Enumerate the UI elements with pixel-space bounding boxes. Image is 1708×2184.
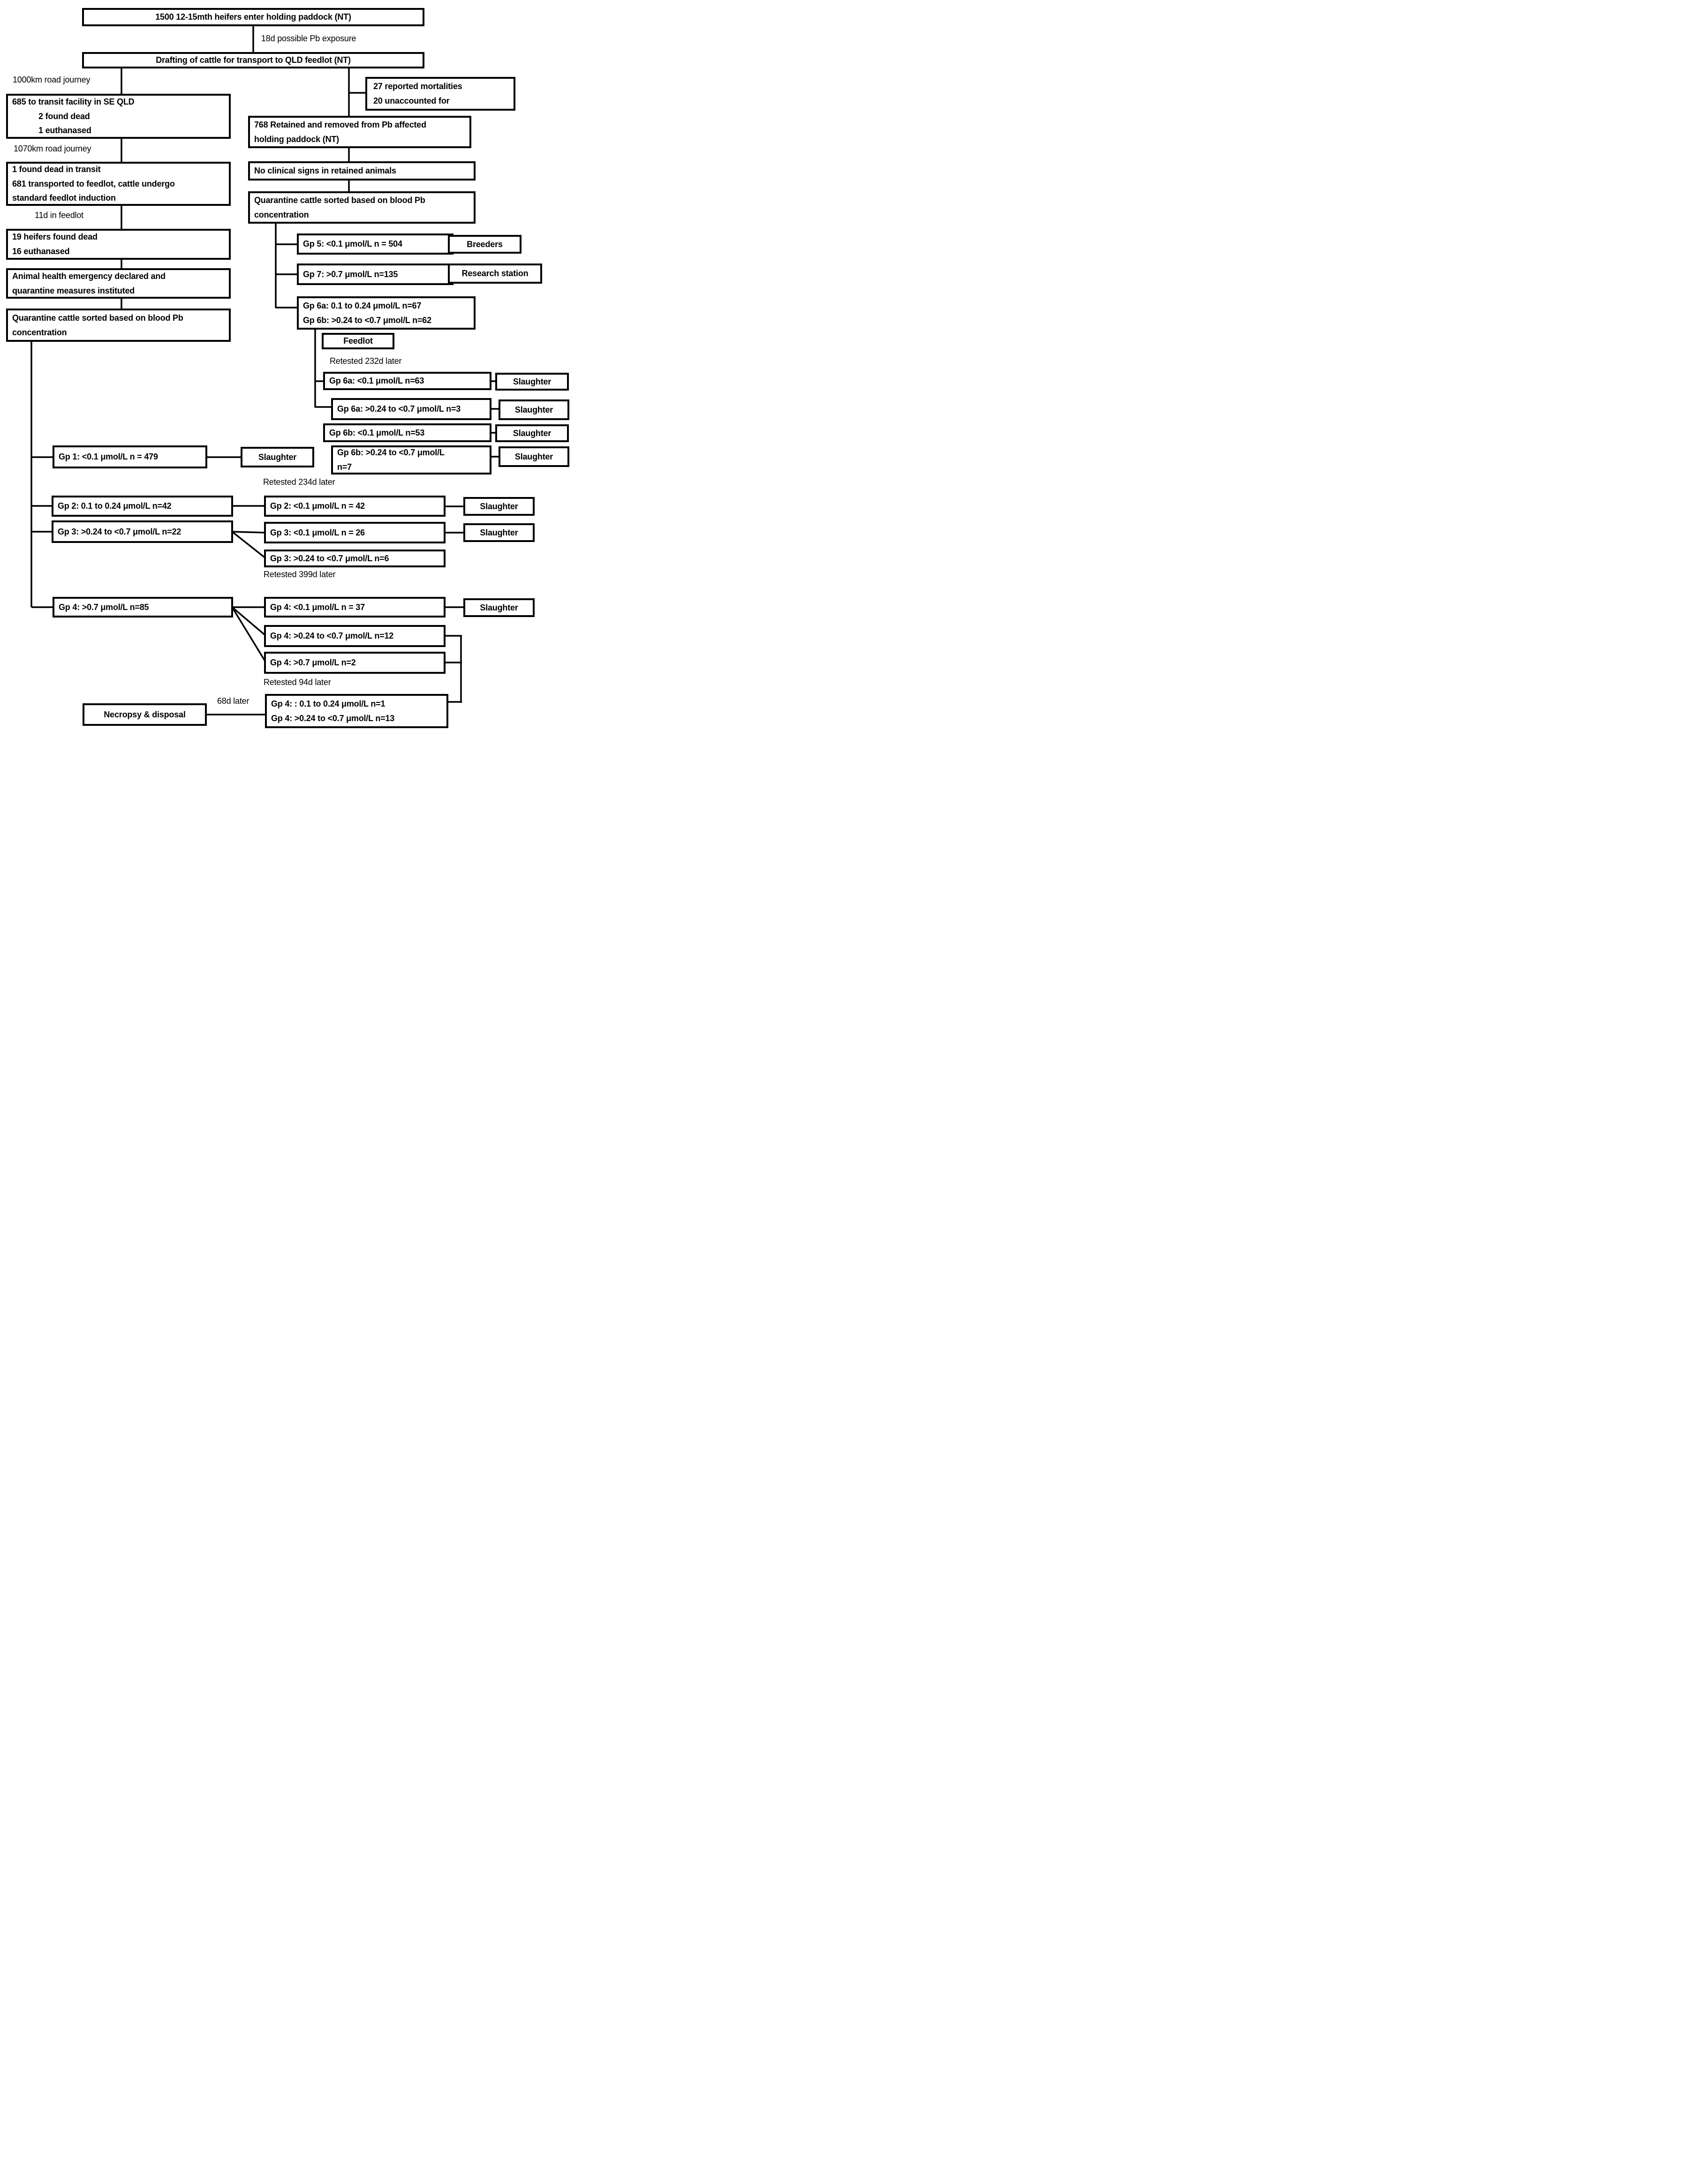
node-line: concentration	[254, 210, 309, 219]
edge-label-1000km: 1000km road journey	[13, 75, 91, 84]
node-slaughter-gp3: Slaughter	[463, 523, 535, 542]
edge-label-68d-later: 68d later	[217, 696, 249, 706]
node-gp4-retest-low: Gp 4: <0.1 μmol/L n = 37	[264, 597, 446, 618]
node-quarantine-sort-left: Quarantine cattle sorted based on blood …	[6, 309, 231, 342]
edge-label-1070km: 1070km road journey	[14, 144, 91, 153]
node-gp4-retest-mid: Gp 4: >0.24 to <0.7 μmol/L n=12	[264, 625, 446, 647]
node-line: 681 transported to feedlot, cattle under…	[12, 179, 175, 188]
node-line: Quarantine cattle sorted based on blood …	[254, 195, 425, 205]
node-line: 19 heifers found dead	[12, 232, 98, 242]
node-transit-facility: 685 to transit facility in SE QLD 2 foun…	[6, 94, 231, 139]
flow-diagram: 1500 12-15mth heifers enter holding padd…	[0, 0, 569, 728]
node-quarantine-sort-right: Quarantine cattle sorted based on blood …	[248, 191, 476, 224]
node-line: concentration	[12, 327, 67, 337]
node-line: n=7	[337, 462, 352, 472]
node-line: Gp 4: >0.24 to <0.7 μmol/L n=13	[271, 713, 395, 723]
node-necropsy: Necropsy & disposal	[83, 703, 207, 726]
edge-label-11d-feedlot: 11d in feedlot	[35, 211, 83, 220]
node-gp3-retest-low: Gp 3: <0.1 μmol/L n = 26	[264, 522, 446, 543]
node-slaughter-gp6b-low: Slaughter	[495, 424, 569, 442]
node-gp2-retest: Gp 2: <0.1 μmol/L n = 42	[264, 496, 446, 517]
node-slaughter-gp6a-mid: Slaughter	[499, 399, 569, 420]
edge-label-retested-232d: Retested 232d later	[330, 356, 402, 366]
node-line: 1 euthanased	[38, 126, 91, 136]
node-line: Gp 6b: >0.24 to <0.7 μmol/L	[337, 448, 445, 458]
node-feedlot-deaths: 19 heifers found dead 16 euthanased	[6, 229, 231, 260]
node-gp6: Gp 6a: 0.1 to 0.24 μmol/L n=67 Gp 6b: >0…	[297, 296, 476, 330]
node-feedlot: Feedlot	[322, 333, 394, 349]
node-transport-to-feedlot: 1 found dead in transit 681 transported …	[6, 162, 231, 206]
node-line: 2 found dead	[38, 111, 90, 121]
node-line: Gp 6b: >0.24 to <0.7 μmol/L n=62	[303, 315, 431, 325]
node-slaughter-gp4: Slaughter	[463, 598, 535, 617]
node-gp6b-retest-low: Gp 6b: <0.1 μmol/L n=53	[323, 423, 491, 442]
node-gp7: Gp 7: >0.7 μmol/L n=135	[297, 264, 453, 285]
node-gp3: Gp 3: >0.24 to <0.7 μmol/L n=22	[52, 520, 233, 543]
node-line: 20 unaccounted for	[373, 96, 450, 105]
node-retained: 768 Retained and removed from Pb affecte…	[248, 116, 471, 148]
node-line: Animal health emergency declared and	[12, 271, 166, 281]
node-gp1: Gp 1: <0.1 μmol/L n = 479	[53, 445, 207, 468]
node-line: standard feedlot induction	[12, 193, 116, 203]
node-slaughter-gp6a-low: Slaughter	[495, 373, 569, 391]
node-gp6a-retest-low: Gp 6a: <0.1 μmol/L n=63	[323, 372, 491, 390]
edge-label-retested-234d: Retested 234d later	[263, 477, 335, 487]
node-enter-paddock: 1500 12-15mth heifers enter holding padd…	[82, 8, 424, 26]
node-line: 27 reported mortalities	[373, 82, 462, 91]
node-gp3-retest-mid: Gp 3: >0.24 to <0.7 μmol/L n=6	[264, 550, 446, 567]
node-line: 685 to transit facility in SE QLD	[12, 97, 135, 107]
node-no-clinical-signs: No clinical signs in retained animals	[248, 161, 476, 181]
node-gp6a-retest-mid: Gp 6a: >0.24 to <0.7 μmol/L n=3	[331, 398, 491, 420]
node-gp6b-retest-mid: Gp 6b: >0.24 to <0.7 μmol/L n=7	[331, 445, 491, 474]
node-line: quarantine measures instituted	[12, 286, 135, 295]
node-drafting: Drafting of cattle for transport to QLD …	[82, 52, 424, 68]
node-research-station: Research station	[448, 264, 542, 284]
node-line: Quarantine cattle sorted based on blood …	[12, 313, 183, 323]
node-mortalities: 27 reported mortalities 20 unaccounted f…	[365, 77, 515, 111]
node-gp4-retest-high: Gp 4: >0.7 μmol/L n=2	[264, 652, 446, 674]
node-slaughter-gp6b-mid: Slaughter	[499, 446, 569, 467]
node-gp4-final: Gp 4: : 0.1 to 0.24 μmol/L n=1 Gp 4: >0.…	[265, 694, 448, 728]
node-line: Gp 4: : 0.1 to 0.24 μmol/L n=1	[271, 699, 385, 708]
node-breeders: Breeders	[448, 235, 521, 254]
node-line: 1 found dead in transit	[12, 165, 101, 174]
edge-label-retested-94d: Retested 94d later	[264, 678, 331, 687]
node-line: 16 euthanased	[12, 247, 70, 256]
node-slaughter-gp1: Slaughter	[241, 447, 314, 467]
node-line: 768 Retained and removed from Pb affecte…	[254, 120, 426, 129]
edge-label-retested-399d: Retested 399d later	[264, 570, 336, 579]
node-gp2: Gp 2: 0.1 to 0.24 μmol/L n=42	[52, 496, 233, 517]
node-emergency-declared: Animal health emergency declared and qua…	[6, 268, 231, 299]
node-slaughter-gp2: Slaughter	[463, 497, 535, 516]
edge-label-pb-exposure: 18d possible Pb exposure	[261, 34, 356, 43]
node-gp5: Gp 5: <0.1 μmol/L n = 504	[297, 233, 453, 255]
node-line: Gp 6a: 0.1 to 0.24 μmol/L n=67	[303, 301, 422, 310]
node-gp4: Gp 4: >0.7 μmol/L n=85	[53, 597, 233, 618]
node-line: holding paddock (NT)	[254, 134, 339, 144]
